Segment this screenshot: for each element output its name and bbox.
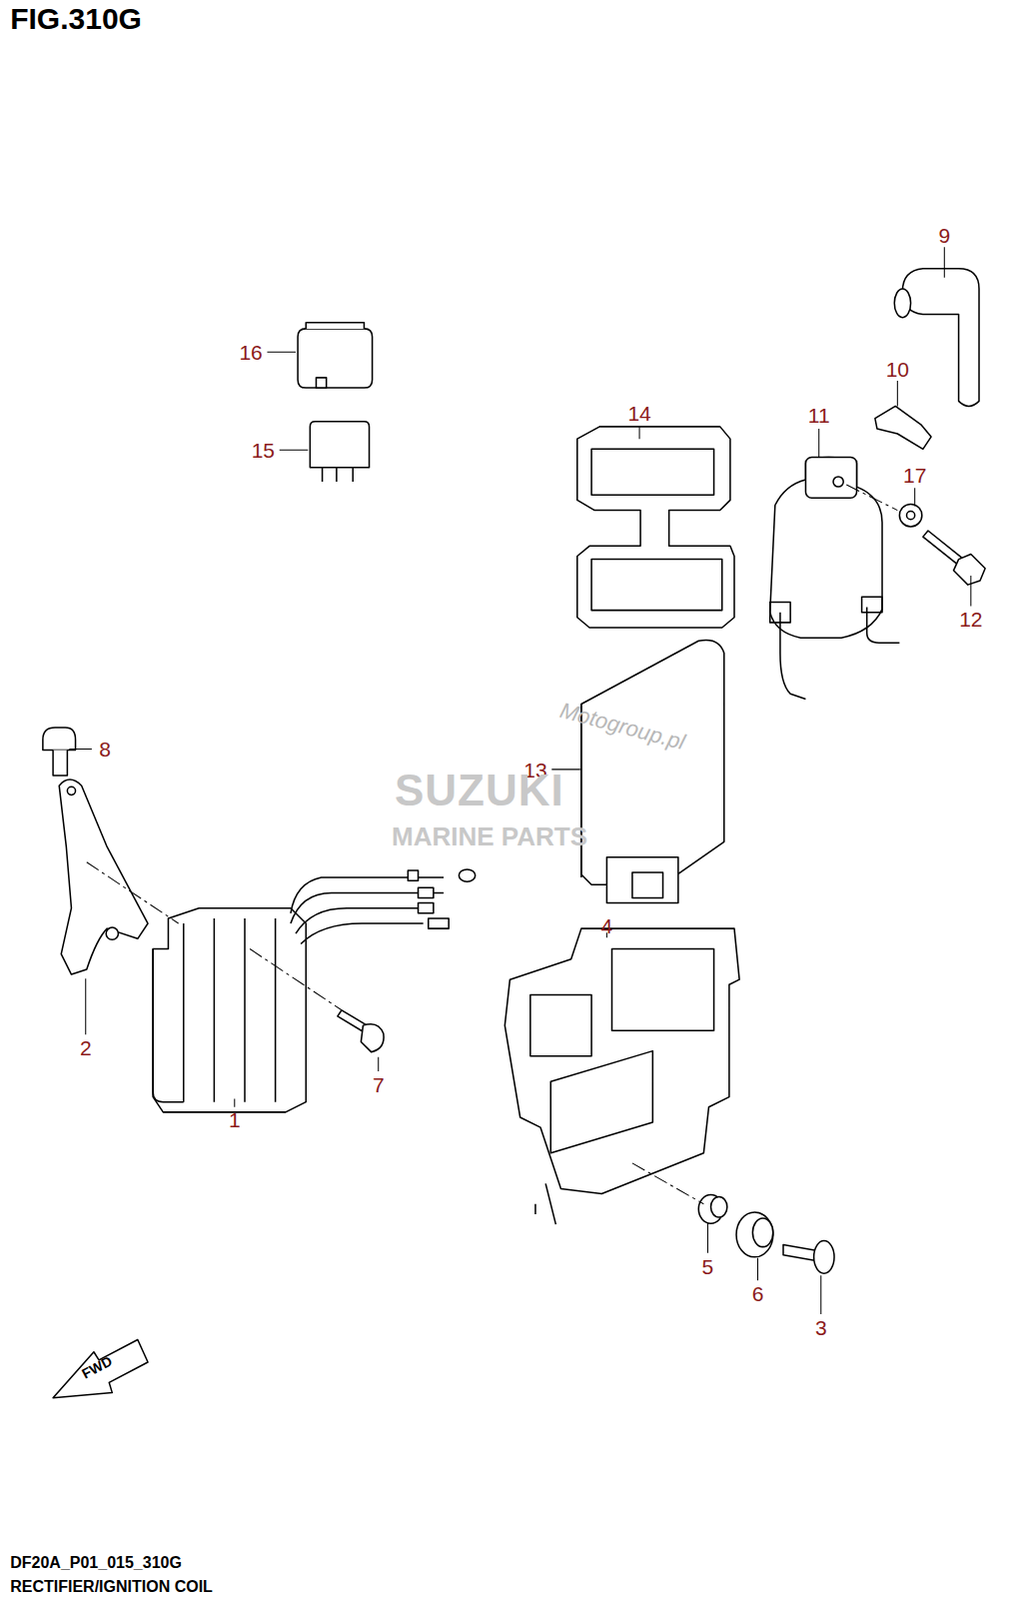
- callout-number: 6: [752, 1282, 765, 1304]
- figure-title: FIG.310G: [9, 3, 142, 34]
- callout-number: 4: [601, 914, 614, 936]
- figure-code: DF20A_P01_015_310G: [9, 1554, 182, 1571]
- callout-number: 3: [815, 1316, 828, 1338]
- figure-caption: RECTIFIER/IGNITION COIL: [9, 1578, 213, 1595]
- callout-number: 12: [959, 607, 983, 629]
- callout-number: 9: [938, 223, 951, 245]
- callout-number: 5: [702, 1254, 715, 1276]
- watermark: SUZUKI: [394, 768, 565, 813]
- callout-number: 2: [79, 1036, 92, 1058]
- callout-number: 11: [808, 404, 831, 426]
- callout-number: 8: [98, 738, 111, 760]
- callout-number: 16: [238, 341, 262, 363]
- callout-number: 7: [372, 1073, 385, 1095]
- callout-number: 1: [228, 1107, 241, 1129]
- callout-number: 17: [903, 463, 927, 485]
- callout-number: 15: [251, 439, 275, 461]
- callout-number: 10: [886, 357, 910, 379]
- callout-number: 14: [627, 402, 651, 424]
- watermark: MARINE PARTS: [391, 823, 588, 850]
